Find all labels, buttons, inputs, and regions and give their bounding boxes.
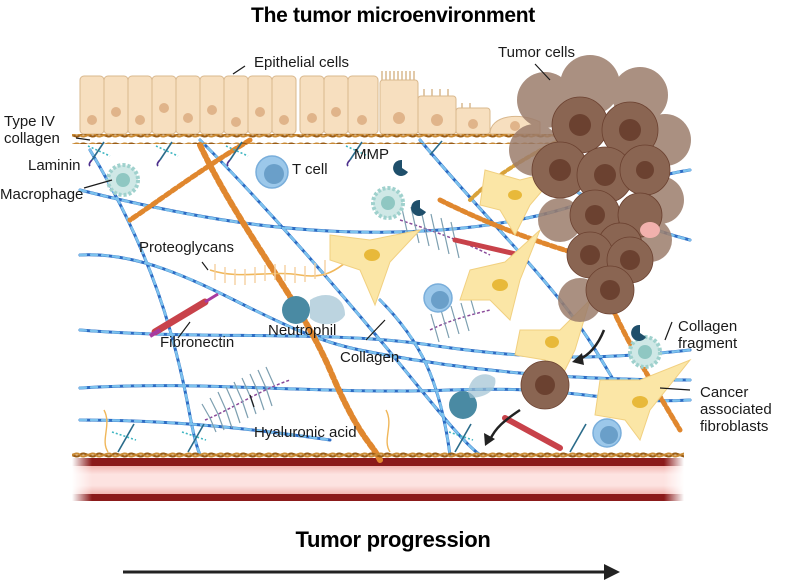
label-laminin: Laminin: [28, 157, 81, 174]
label-neutrophil: Neutrophil: [268, 322, 337, 339]
label-cancer-associated-fibroblasts: Cancer associated fibroblasts: [700, 384, 772, 435]
leader-lines: [75, 63, 691, 408]
label-t-cell: T cell: [292, 161, 328, 178]
neutrophils: [282, 295, 496, 419]
laminin-molecules: [87, 140, 587, 453]
t-cells: [255, 155, 622, 448]
label-proteoglycans: Proteoglycans: [139, 239, 235, 256]
label-collagen-fragment-line1: Collagen: [678, 318, 738, 335]
label-collagen-fragment-line2: fragment: [678, 335, 738, 352]
mmp-molecules: [393, 159, 646, 341]
label-type-iv-collagen-line2: collagen: [4, 130, 60, 147]
label-collagen-fragment: Collagen fragment: [678, 318, 737, 352]
tumor-progression-label: Tumor progression: [295, 527, 491, 552]
label-caf-line1: Cancer: [700, 384, 749, 401]
label-macrophage: Macrophage: [0, 186, 84, 203]
label-tumor-cells: Tumor cells: [498, 44, 575, 61]
fibroblast-nuclei: [364, 190, 648, 408]
tumor-cell-mass: [509, 55, 691, 410]
figure-title: The tumor microenvironment: [251, 4, 535, 27]
arrowheads: [484, 353, 584, 446]
label-epithelial-cells: Epithelial cells: [254, 54, 350, 71]
hyaluronic-acid: [201, 203, 491, 433]
label-caf-line3: fibroblasts: [700, 418, 769, 435]
label-fibronectin: Fibronectin: [160, 334, 235, 351]
epithelial-layer: [79, 71, 541, 135]
progression-arrow: [123, 564, 620, 580]
label-mmp: MMP: [354, 146, 389, 163]
label-type-iv-collagen: Type IV collagen: [4, 113, 60, 147]
macrophages: [106, 163, 662, 369]
label-collagen: Collagen: [340, 349, 400, 366]
basement-membrane-top: [72, 134, 562, 144]
proteoglycan: [103, 259, 391, 453]
label-type-iv-collagen-line1: Type IV: [4, 113, 55, 130]
fibronectin: [148, 237, 563, 451]
label-hyaluronic-acid: Hyaluronic acid: [254, 424, 357, 441]
blood-vessel: [72, 456, 684, 504]
basement-membrane-bottom: [72, 450, 684, 460]
label-caf-line2: associated: [700, 401, 772, 418]
